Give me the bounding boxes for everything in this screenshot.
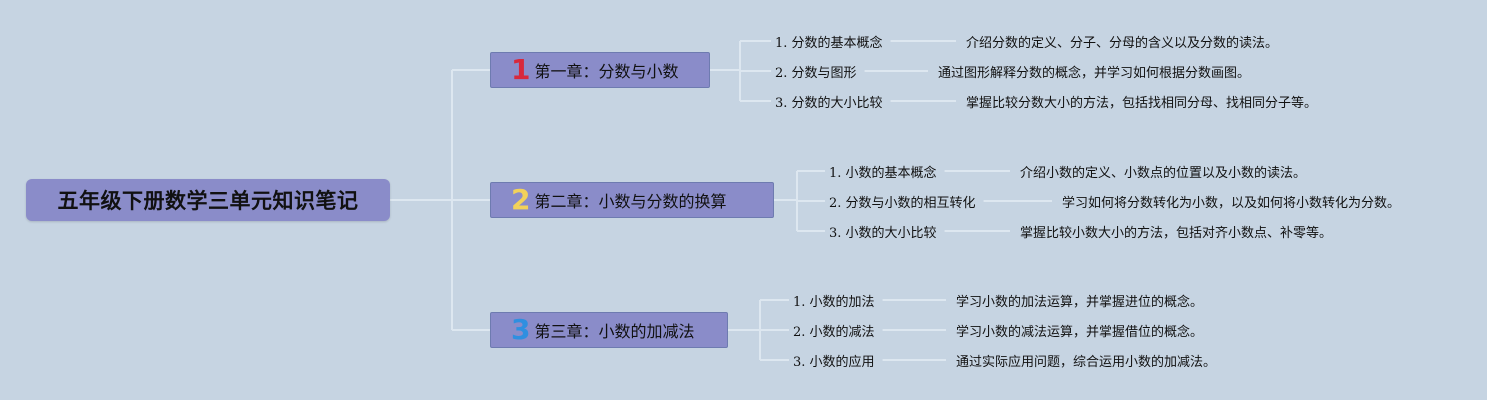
topic-description: 掌握比较分数大小的方法，包括找相同分母、找相同分子等。 xyxy=(966,96,1318,111)
topic-node[interactable]: 2. 小数的减法 xyxy=(793,325,875,340)
chapter-node-2[interactable]: 2 第二章：小数与分数的换算 xyxy=(490,182,774,218)
chapter-node-3[interactable]: 3 第三章：小数的加减法 xyxy=(490,312,728,348)
topic-description: 介绍分数的定义、分子、分母的含义以及分数的读法。 xyxy=(966,36,1279,51)
topic-node[interactable]: 3. 小数的大小比较 xyxy=(829,226,937,241)
topic-node[interactable]: 3. 小数的应用 xyxy=(793,355,875,370)
topic-description: 掌握比较小数大小的方法，包括对齐小数点、补零等。 xyxy=(1020,226,1333,241)
topic-description: 通过图形解释分数的概念，并学习如何根据分数画图。 xyxy=(938,66,1251,81)
chapter-title-3: 第三章：小数的加减法 xyxy=(534,322,695,341)
topic-node[interactable]: 2. 分数与小数的相互转化 xyxy=(829,196,976,211)
topic-node[interactable]: 2. 分数与图形 xyxy=(775,66,857,81)
topic-description: 通过实际应用问题，综合运用小数的加减法。 xyxy=(956,355,1217,370)
chapter-node-1[interactable]: 1 第一章：分数与小数 xyxy=(490,52,710,88)
topic-description: 学习小数的加法运算，并掌握进位的概念。 xyxy=(956,295,1204,310)
topic-node[interactable]: 1. 分数的基本概念 xyxy=(775,36,883,51)
topic-node[interactable]: 3. 分数的大小比较 xyxy=(775,96,883,111)
topic-description: 学习如何将分数转化为小数，以及如何将小数转化为分数。 xyxy=(1062,196,1401,211)
topic-node[interactable]: 1. 小数的加法 xyxy=(793,295,875,310)
topic-node[interactable]: 1. 小数的基本概念 xyxy=(829,166,937,181)
root-node[interactable]: 五年级下册数学三单元知识笔记 xyxy=(26,179,390,221)
chapter-number-2: 2 xyxy=(511,183,531,216)
root-title: 五年级下册数学三单元知识笔记 xyxy=(57,189,359,213)
topic-description: 学习小数的减法运算，并掌握借位的概念。 xyxy=(956,325,1204,340)
chapter-title-2: 第二章：小数与分数的换算 xyxy=(534,192,727,211)
topic-description: 介绍小数的定义、小数点的位置以及小数的读法。 xyxy=(1020,166,1307,181)
chapter-title-1: 第一章：分数与小数 xyxy=(534,62,679,81)
chapter-number-1: 1 xyxy=(511,53,531,86)
chapter-number-3: 3 xyxy=(511,313,531,346)
